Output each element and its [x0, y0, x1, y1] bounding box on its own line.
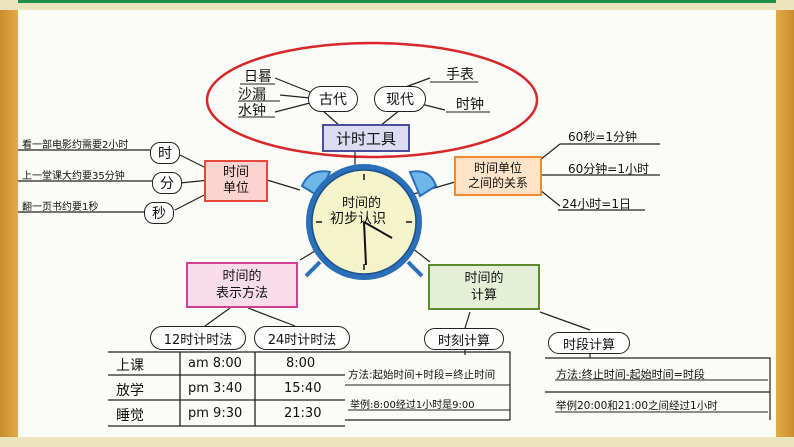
wood-rail-right — [776, 10, 794, 437]
notation-title-box: 时间的 表示方法 — [186, 262, 298, 308]
units-title-box: 时间 单位 — [204, 160, 268, 202]
ancient-label: 古代 — [319, 92, 347, 108]
method-12h-node: 12时计时法 — [150, 326, 246, 350]
unit-second-label: 秒 — [152, 206, 166, 222]
row-dismissal-24h: 15:40 — [284, 381, 322, 396]
moment-calc-method: 方法:起始时间+时段=终止时间 — [348, 369, 496, 381]
relations-title-box: 时间单位 之间的关系 — [454, 156, 542, 196]
wood-rail-left — [0, 10, 18, 437]
calc-duration-bracket — [545, 357, 771, 420]
calc-title-line2: 计算 — [470, 288, 497, 303]
unit-hour-node: 时 — [150, 142, 180, 164]
calc-moment-bracket — [345, 351, 511, 421]
method-12h-label: 12时计时法 — [163, 332, 233, 348]
units-branch-lines — [18, 149, 301, 213]
moment-calc-node: 时刻计算 — [424, 328, 504, 350]
moment-calc-title: 时刻计算 — [437, 333, 490, 349]
units-title-line1: 时间 — [222, 165, 249, 180]
notation-title-line2: 表示方法 — [215, 286, 268, 301]
row-sleep-24h: 21:30 — [284, 406, 322, 421]
moment-calc-example: 举例:8:00经过1小时是9:00 — [350, 400, 475, 411]
calc-title-box: 时间的 计算 — [428, 264, 540, 310]
unit-minute-label: 分 — [160, 176, 174, 192]
row-sleep-12h: pm 9:30 — [188, 406, 243, 421]
center-title-line1: 时间的 — [342, 196, 382, 211]
frame-top — [0, 0, 794, 10]
units-title-line2: 单位 — [222, 181, 249, 196]
ancient-node: 古代 — [308, 86, 358, 112]
row-dismissal-label: 放学 — [116, 383, 144, 399]
unit-second-node: 秒 — [144, 202, 174, 224]
ancient-item-waterclock: 水钟 — [238, 103, 266, 119]
calc-title-line1: 时间的 — [464, 271, 504, 286]
tools-highlight-oval — [205, 41, 539, 159]
tools-title: 计时工具 — [335, 129, 396, 148]
row-class-12h: am 8:00 — [188, 356, 242, 371]
method-24h-label: 24时计时法 — [267, 332, 337, 348]
unit-hour-example: 看一部电影约需要2小时 — [22, 140, 129, 151]
calc-branch-lines — [411, 247, 591, 358]
unit-second-example: 翻一页书约要1秒 — [22, 202, 99, 213]
modern-item-watch: 手表 — [446, 67, 474, 83]
ancient-item-sundial: 日晷 — [244, 69, 272, 85]
center-title-line2: 初步认识 — [330, 211, 386, 227]
relations-title-line2: 之间的关系 — [467, 176, 528, 190]
notation-table-grid — [108, 351, 345, 427]
notation-title-line1: 时间的 — [222, 269, 262, 284]
relation-hours-day: 24小时=1日 — [562, 197, 631, 211]
modern-label: 现代 — [386, 92, 414, 108]
duration-calc-title: 时段计算 — [562, 337, 615, 353]
relations-branch-lines — [409, 143, 660, 211]
calc-underlines — [345, 379, 768, 413]
relation-minutes-hours: 60分钟=1小时 — [568, 162, 649, 176]
row-sleep-label: 睡觉 — [116, 408, 144, 424]
modern-item-clock: 时钟 — [456, 97, 484, 113]
method-24h-node: 24时计时法 — [254, 326, 350, 350]
row-class-label: 上课 — [116, 358, 144, 374]
duration-calc-node: 时段计算 — [548, 332, 630, 354]
tools-branch-lines — [274, 77, 446, 127]
duration-calc-example: 举例20:00和21:00之间经过1小时 — [556, 400, 718, 412]
tools-title-box: 计时工具 — [322, 124, 410, 152]
row-class-24h: 8:00 — [286, 356, 316, 371]
ancient-underlines — [238, 81, 490, 118]
relation-seconds-minutes: 60秒=1分钟 — [568, 130, 637, 144]
relations-title-line1: 时间单位 — [473, 161, 522, 175]
accent-bar — [18, 0, 776, 3]
alarm-clock — [300, 164, 438, 280]
modern-node: 现代 — [374, 86, 426, 112]
frame-bottom — [0, 437, 794, 447]
row-dismissal-12h: pm 3:40 — [188, 381, 243, 396]
duration-calc-method: 方法:终止时间-起始时间=时段 — [556, 368, 705, 381]
unit-minute-example: 上一堂课大约要35分钟 — [22, 171, 125, 182]
ancient-item-hourglass: 沙漏 — [238, 87, 266, 103]
unit-hour-label: 时 — [158, 146, 172, 162]
unit-minute-node: 分 — [152, 172, 182, 194]
